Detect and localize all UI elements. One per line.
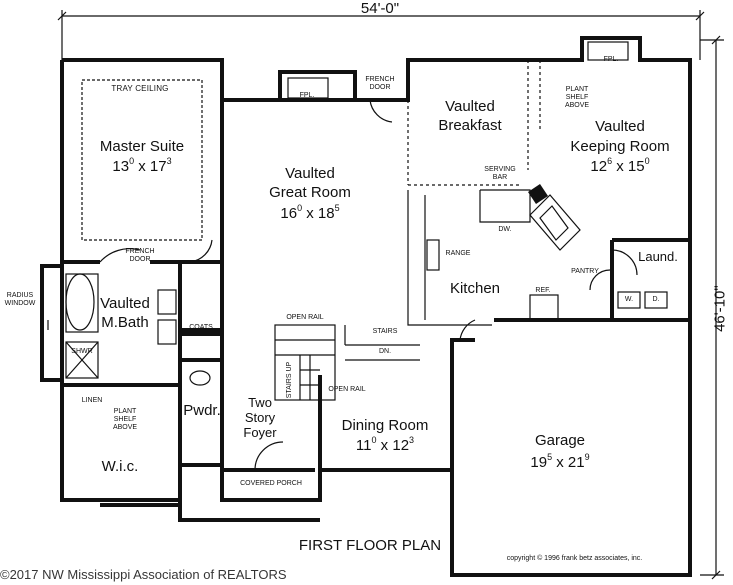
radius-window-walls xyxy=(40,264,62,382)
copyright-label: copyright © 1996 frank betz associates, … xyxy=(506,555,643,562)
stairs-dn-label: DN. xyxy=(378,348,392,355)
watermark: ©2017 NW Mississippi Association of REAL… xyxy=(0,567,287,582)
breakfast-label-2: Breakfast xyxy=(438,117,502,134)
plan-title: FIRST FLOOR PLAN xyxy=(298,537,442,554)
width-dimension: 54'-0" xyxy=(360,0,400,17)
keeping-room-label-1: Vaulted xyxy=(595,118,645,135)
shower-label: SHWR xyxy=(71,348,93,355)
rear-walls xyxy=(222,36,692,320)
open-rail-top-label: OPEN RAIL xyxy=(286,314,324,321)
dining-room-label: Dining Room xyxy=(341,417,429,434)
laundry-label: Laund. xyxy=(638,249,678,264)
depth-dimension: 46'-10" xyxy=(711,285,729,332)
garage-label: Garage xyxy=(534,432,586,449)
great-room-label-2: Great Room xyxy=(269,184,351,201)
stairs xyxy=(274,324,420,401)
fpl-right-label: FPL. xyxy=(603,56,619,63)
bathtub xyxy=(65,273,95,331)
breakfast-label-1: Vaulted xyxy=(445,98,495,115)
powder-toilet xyxy=(189,370,211,386)
powder-walls xyxy=(180,358,222,467)
master-suite-size: 130 x 173 xyxy=(112,156,172,175)
ref-label: REF. xyxy=(535,287,551,294)
great-room-label-1: Vaulted xyxy=(285,165,335,182)
open-rail-right-label: OPEN RAIL xyxy=(328,386,366,393)
fpl-left-label: FPL. xyxy=(299,92,315,99)
dining-room-size: 110 x 123 xyxy=(355,435,415,454)
dryer-label: D. xyxy=(652,296,660,303)
master-suite-walls xyxy=(60,58,224,264)
pantry-label: PANTRY xyxy=(571,268,599,275)
master-bath-label-1: Vaulted xyxy=(100,295,150,312)
tray-ceiling-label: TRAY CEILING xyxy=(111,84,169,93)
kitchen-island xyxy=(529,194,581,251)
master-suite-label: Master Suite xyxy=(99,138,185,155)
garage-size: 195 x 219 xyxy=(530,452,590,471)
wic-label: W.i.c. xyxy=(101,458,139,475)
kitchen-counters xyxy=(407,189,559,326)
depth-dimension-line xyxy=(700,35,724,580)
master-bath-label-2: M.Bath xyxy=(101,314,149,331)
stairs-top-label: STAIRS xyxy=(372,328,398,335)
garage-walls xyxy=(450,318,692,577)
tray-ceiling-outline xyxy=(81,79,203,241)
width-dimension-line xyxy=(57,10,705,60)
powder-label: Pwdr. xyxy=(183,402,221,419)
great-room-size: 160 x 185 xyxy=(280,203,340,222)
dw-label: DW. xyxy=(498,226,512,233)
stairs-up-label: STAIRS UP xyxy=(285,361,293,399)
linen-label: LINEN xyxy=(81,397,103,404)
washer-label: W. xyxy=(624,296,634,303)
keeping-room-size: 126 x 150 xyxy=(590,156,650,175)
keeping-room-label-2: Keeping Room xyxy=(570,138,670,155)
porch-walls xyxy=(178,470,322,522)
range-label: RANGE xyxy=(445,250,471,257)
shower xyxy=(65,341,99,379)
kitchen-label: Kitchen xyxy=(449,280,501,297)
covered-porch-label: COVERED PORCH xyxy=(240,480,302,487)
coats-label: COATS xyxy=(189,324,213,331)
